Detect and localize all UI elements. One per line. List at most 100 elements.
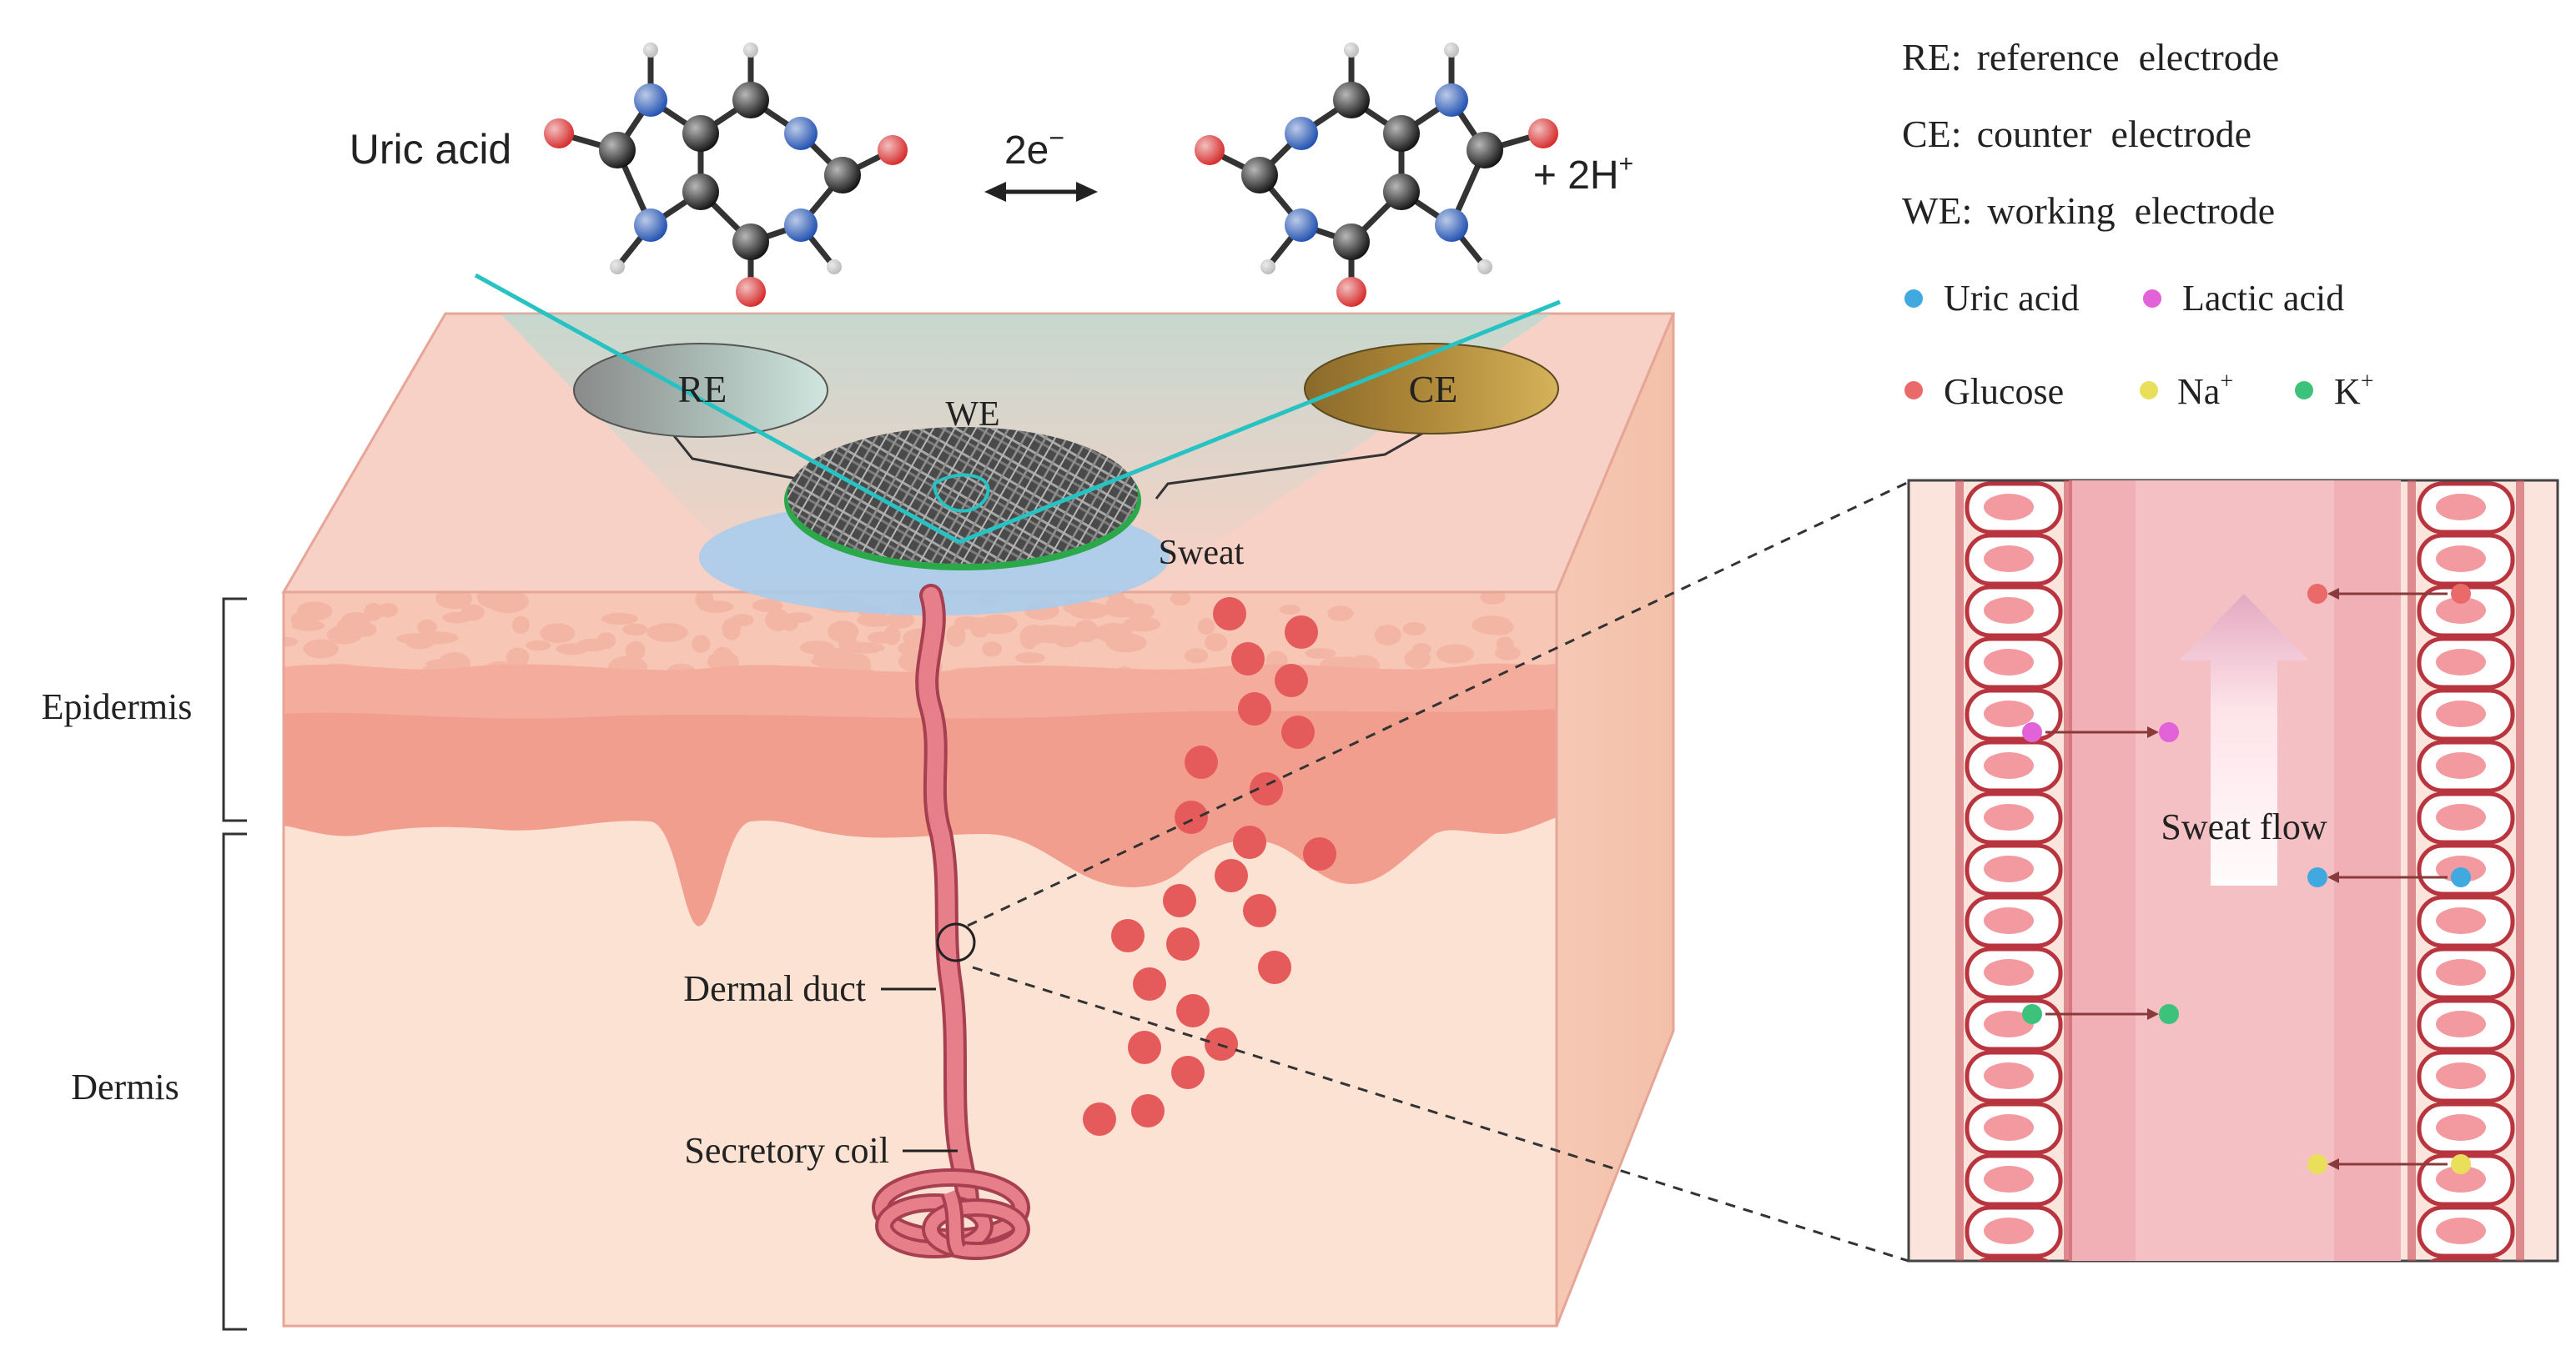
analyte-dots	[1083, 597, 1336, 1136]
analyte-dot	[1213, 597, 1246, 630]
analyte-dot	[1285, 615, 1318, 649]
counter-electrode[interactable]	[1304, 343, 1559, 434]
atom-shine	[1285, 117, 1318, 150]
atom-shine	[599, 132, 636, 168]
electron-count: 2e	[1004, 128, 1049, 173]
cell-nucleus	[2436, 1062, 2486, 1089]
atom-shine	[1477, 259, 1492, 274]
atom-shine	[682, 173, 719, 210]
legend-lactic-dot	[2143, 289, 2161, 308]
transport-arrowhead	[2327, 871, 2339, 883]
atom-shine	[1336, 277, 1366, 307]
skin-cell	[867, 631, 895, 644]
analyte-dot	[1111, 919, 1145, 952]
analyte-source	[2022, 1004, 2042, 1024]
cell-nucleus	[1984, 1166, 2034, 1193]
skin-cell	[284, 636, 299, 647]
wall-edge	[2407, 480, 2416, 1261]
analyte-source	[2022, 722, 2042, 742]
skin-cell	[1015, 651, 1045, 664]
skin-cell	[1374, 625, 1401, 645]
analyte-target	[2159, 1004, 2179, 1024]
duct-wall-right	[2407, 480, 2524, 1296]
reference-electrode[interactable]	[573, 343, 828, 438]
skin-cell	[1404, 648, 1431, 669]
cell-nucleus	[2436, 649, 2486, 676]
cell-nucleus	[2436, 597, 2486, 624]
skin-cell	[1104, 605, 1140, 618]
cell-nucleus	[1984, 1062, 2034, 1089]
sweat-flow-label: Sweat flow	[2161, 806, 2327, 847]
skin-cell	[417, 619, 437, 635]
skin-cell	[596, 632, 616, 650]
skin-cell	[290, 612, 311, 627]
atom-shine	[1435, 83, 1468, 117]
atom-shine	[784, 208, 818, 242]
cell-nucleus	[1984, 752, 2034, 779]
skin-cell	[1436, 644, 1474, 664]
skin-cell	[1472, 615, 1512, 635]
analyte-target	[2307, 584, 2327, 604]
dermis-label: Dermis	[71, 1067, 179, 1107]
atom-shine	[1435, 208, 1468, 242]
working-electrode[interactable]	[787, 427, 1138, 564]
legend-lactic-label: Lactic acid	[2182, 278, 2344, 319]
atom-shine	[682, 115, 719, 152]
skin-cell	[828, 620, 859, 643]
legend-k-dot	[2295, 381, 2313, 399]
atom-shine	[1333, 223, 1370, 260]
cell-nucleus	[2436, 494, 2486, 520]
analyte-dot	[1250, 772, 1283, 806]
skin-cell	[1070, 627, 1110, 640]
analyte-dot	[1176, 994, 1210, 1027]
zoom-line-bottom	[972, 966, 1909, 1263]
skin-cell	[838, 637, 857, 658]
atom-shine	[1344, 43, 1359, 58]
legend-re: RE:reference electrode	[1902, 36, 2279, 78]
atom-shine	[1333, 82, 1370, 118]
skin-cell	[506, 647, 530, 668]
skin-cell	[1327, 605, 1354, 621]
skin-cell	[1480, 592, 1506, 605]
zoom-line-top	[967, 480, 1909, 927]
working-electrode-shade	[787, 427, 1138, 564]
cell-nucleus	[2436, 1269, 2486, 1296]
cell-nucleus	[2436, 907, 2486, 934]
skin-cell	[698, 600, 734, 613]
epidermis-layer	[284, 663, 1557, 927]
atom-shine	[743, 43, 758, 58]
skin-cell	[396, 633, 434, 645]
skin-cell	[979, 614, 1018, 635]
analyte-dot	[1131, 1094, 1165, 1128]
cell-nucleus	[1984, 1114, 2034, 1141]
skin-cell	[1402, 621, 1426, 635]
sensor-array: RE CE WE Sweat	[474, 273, 1561, 615]
atom-shine	[634, 208, 667, 242]
skin-cell	[1068, 601, 1109, 620]
skin-cell	[303, 639, 340, 659]
electron-transfer: 2e−	[984, 123, 1098, 202]
sweat-flow-arrow	[2179, 594, 2309, 886]
skin-cell	[476, 592, 516, 610]
legend-uric-label: Uric acid	[1944, 278, 2079, 319]
cell-nucleus	[2436, 752, 2486, 779]
atom-shine	[610, 259, 625, 274]
re-label: RE	[678, 368, 727, 410]
analyte-target	[2159, 722, 2179, 742]
analyte-dot	[1083, 1102, 1116, 1136]
cell-nucleus	[1984, 701, 2034, 727]
atom-shine	[1383, 115, 1420, 152]
atom-shine	[634, 83, 667, 117]
epithelial-cell	[2429, 1257, 2503, 1261]
skin-cell	[1279, 605, 1301, 615]
atom-shine	[732, 223, 769, 260]
analyte-dot	[1175, 801, 1208, 834]
legend-uric-dot	[1904, 289, 1923, 308]
proton-label: + 2H+	[1533, 150, 1633, 198]
beam-right	[958, 299, 1561, 545]
atom-shine	[736, 277, 766, 307]
analyte-dot	[1185, 746, 1218, 779]
ce-wire	[1155, 415, 1452, 500]
cell-nucleus	[2436, 804, 2486, 831]
